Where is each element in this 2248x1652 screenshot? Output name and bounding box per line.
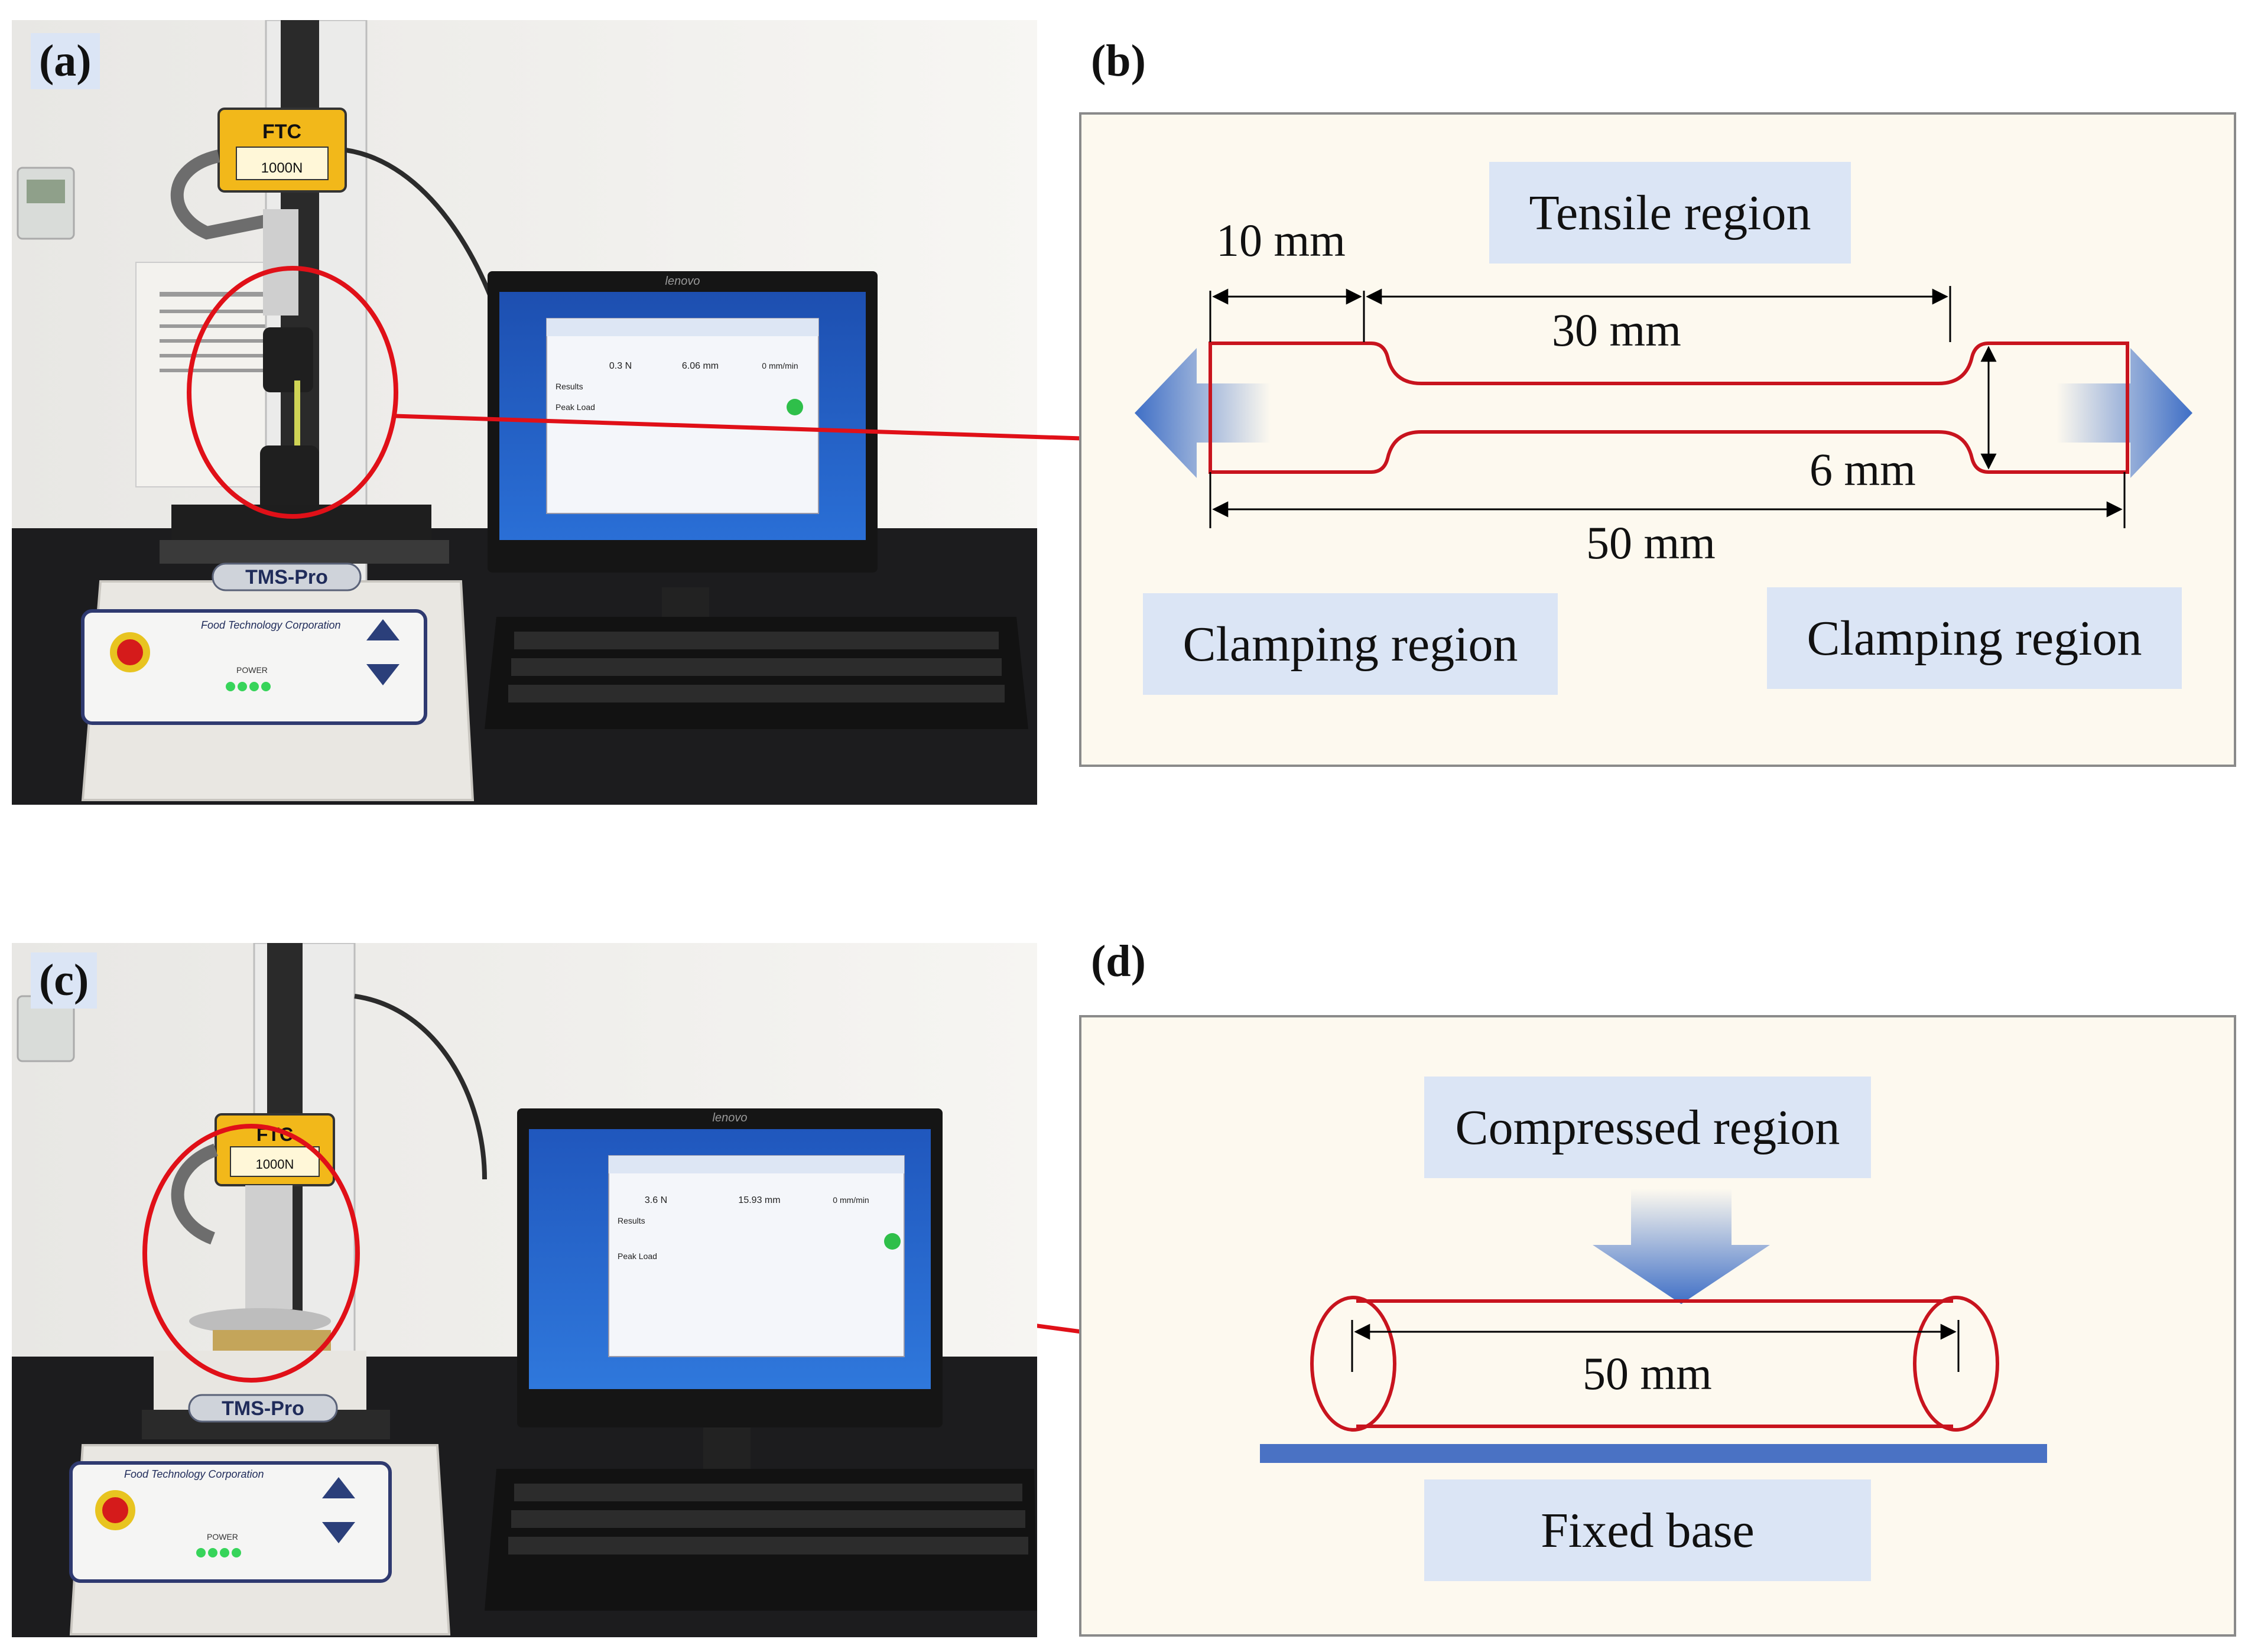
clamping-region-left-label: Clamping region (1143, 593, 1558, 695)
peak-label-a: Peak Load (555, 402, 595, 412)
panel-label-b: (b) (1091, 36, 1146, 86)
compress-arrow (1593, 1189, 1770, 1304)
results-label-a: Results (555, 382, 583, 391)
readout-force-c: 3.6 N (645, 1195, 667, 1205)
readout-force-a: 0.3 N (609, 361, 632, 371)
dim-30mm: 30 mm (1552, 304, 1681, 356)
monitor-brand-a: lenovo (665, 275, 700, 288)
fixed-base-plate (1260, 1444, 2047, 1463)
machine-badge-a: TMS-Pro (245, 566, 328, 588)
machine-badge-c: TMS-Pro (222, 1397, 304, 1420)
photo-compression-setup: FTC 1000N TMS-Pro Food Technology Corpor… (12, 943, 1037, 1637)
specimen-end-left (1310, 1296, 1396, 1432)
readout-distance-a: 6.06 mm (682, 361, 719, 371)
load-cell-rating-c: 1000N (256, 1157, 294, 1172)
tensile-specimen-diagram (1135, 286, 2192, 528)
highlight-ellipse-a (187, 266, 398, 519)
fixed-base-label: Fixed base (1424, 1479, 1871, 1581)
readout-speed-c: 0 mm/min (833, 1195, 869, 1205)
diagram-b-frame: Tensile region Clamping region Clamping … (1079, 112, 2236, 767)
maker-c: Food Technology Corporation (124, 1468, 264, 1480)
monitor-brand-c: lenovo (713, 1111, 748, 1124)
clamping-region-right-label: Clamping region (1767, 587, 2182, 689)
compression-specimen-diagram (1260, 1189, 2047, 1463)
load-cell-rating-a: 1000N (261, 160, 303, 176)
maker-a: Food Technology Corporation (201, 619, 341, 631)
panel-label-c: (c) (31, 952, 98, 1009)
dim-6mm: 6 mm (1810, 444, 1916, 495)
dim-50mm-b: 50 mm (1586, 517, 1716, 568)
power-label-a: POWER (236, 665, 268, 675)
power-label-c: POWER (207, 1532, 238, 1542)
dim-10mm: 10 mm (1216, 214, 1346, 266)
load-cell-brand-a: FTC (262, 121, 301, 143)
diagram-d-frame: Compressed region Fixed base 50 mm (1079, 1015, 2236, 1637)
compressed-region-label: Compressed region (1424, 1077, 1871, 1178)
panel-label-d: (d) (1091, 936, 1146, 986)
panel-label-a: (a) (31, 33, 100, 89)
dogbone-specimen (1209, 342, 2129, 474)
tensile-region-label: Tensile region (1489, 162, 1851, 264)
peak-label-c: Peak Load (618, 1251, 657, 1261)
results-label-c: Results (618, 1216, 645, 1225)
specimen-end-right (1913, 1296, 1999, 1432)
readout-distance-c: 15.93 mm (738, 1195, 780, 1205)
pull-arrow-right (2057, 348, 2192, 478)
readout-speed-a: 0 mm/min (762, 361, 798, 370)
highlight-ellipse-c (142, 1124, 360, 1383)
dim-50mm-d: 50 mm (1583, 1348, 1712, 1399)
photo-tensile-setup: FTC 1000N TMS-Pro Food Technology Corpor… (12, 20, 1037, 805)
pull-arrow-left (1135, 348, 1271, 478)
